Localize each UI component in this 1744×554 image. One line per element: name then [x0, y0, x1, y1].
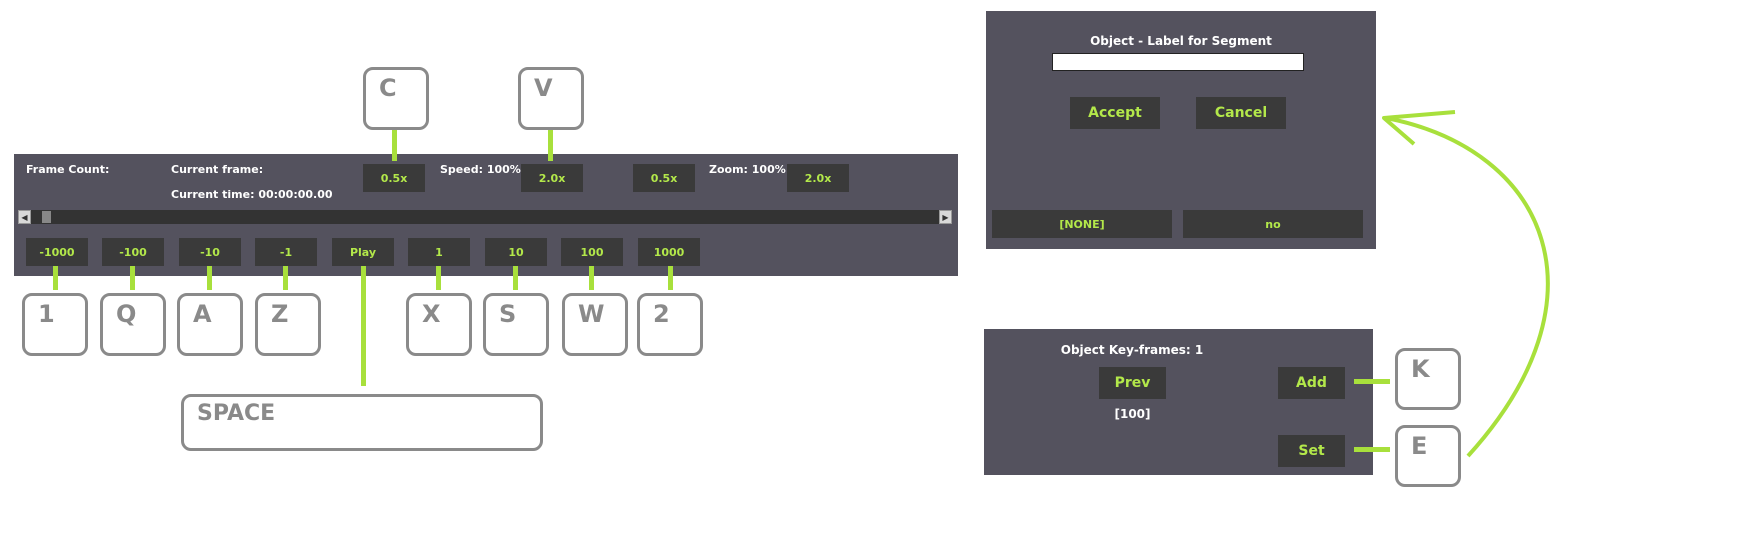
connector-z [283, 266, 288, 290]
step-plus-1-button[interactable]: 1 [408, 238, 470, 266]
arrow-curve [1385, 116, 1550, 458]
key-v: V [518, 67, 584, 130]
key-x: X [406, 293, 472, 356]
label-no-button[interactable]: no [1183, 210, 1363, 238]
connector-a [207, 266, 212, 290]
label-none-button[interactable]: [NONE] [992, 210, 1172, 238]
connector-v [548, 129, 553, 161]
key-1: 1 [22, 293, 88, 356]
prev-button[interactable]: Prev [1099, 367, 1166, 399]
key-space: SPACE [181, 394, 543, 451]
zoom-up-button[interactable]: 2.0x [787, 164, 849, 192]
key-k: K [1395, 348, 1461, 410]
keyframes-title: Object Key-frames: 1 [1060, 343, 1204, 357]
key-a: A [177, 293, 243, 356]
connector-c [392, 129, 397, 161]
key-e: E [1395, 425, 1461, 487]
zoom-label: Zoom: 100% [709, 163, 786, 176]
connector-s [513, 266, 518, 290]
speed-down-button[interactable]: 0.5x [363, 164, 425, 192]
zoom-down-button[interactable]: 0.5x [633, 164, 695, 192]
step-minus-1-button[interactable]: -1 [255, 238, 317, 266]
keyframes-panel: Object Key-frames: 1 Prev [100] Add Set [984, 329, 1373, 475]
accept-button[interactable]: Accept [1070, 97, 1160, 129]
step-minus-100-button[interactable]: -100 [102, 238, 164, 266]
player-panel: Frame Count: Current frame: Current time… [14, 154, 958, 276]
connector-space [361, 266, 366, 386]
scroll-thumb[interactable] [42, 211, 51, 223]
scroll-right-icon[interactable]: ▶ [939, 210, 952, 224]
keyframe-value: [100] [1114, 407, 1151, 421]
set-keyframe-button[interactable]: Set [1278, 435, 1345, 467]
scroll-left-icon[interactable]: ◀ [18, 210, 31, 224]
frame-count-label: Frame Count: [26, 163, 110, 176]
connector-e [1354, 447, 1390, 452]
label-dialog-title: Object - Label for Segment [1090, 34, 1272, 48]
connector-x [436, 266, 441, 290]
key-c: C [363, 67, 429, 130]
label-input[interactable] [1052, 53, 1304, 71]
add-keyframe-button[interactable]: Add [1278, 367, 1345, 399]
speed-up-button[interactable]: 2.0x [521, 164, 583, 192]
connector-1 [53, 266, 58, 290]
connector-2 [668, 266, 673, 290]
key-z: Z [255, 293, 321, 356]
key-q: Q [100, 293, 166, 356]
current-frame-label: Current frame: [171, 163, 264, 176]
connector-w [589, 266, 594, 290]
timeline-scrollbar[interactable]: ◀ ▶ [18, 210, 952, 224]
key-2: 2 [637, 293, 703, 356]
play-button[interactable]: Play [332, 238, 394, 266]
label-dialog: Object - Label for Segment Accept Cancel… [986, 11, 1376, 249]
key-s: S [483, 293, 549, 356]
step-plus-10-button[interactable]: 10 [485, 238, 547, 266]
step-plus-1000-button[interactable]: 1000 [638, 238, 700, 266]
connector-q [130, 266, 135, 290]
step-minus-1000-button[interactable]: -1000 [26, 238, 88, 266]
cancel-button[interactable]: Cancel [1196, 97, 1286, 129]
connector-k [1354, 379, 1390, 384]
current-time-label: Current time: 00:00:00.00 [171, 188, 333, 201]
step-minus-10-button[interactable]: -10 [179, 238, 241, 266]
arrow-head [1382, 110, 1456, 146]
speed-label: Speed: 100% [440, 163, 521, 176]
step-plus-100-button[interactable]: 100 [561, 238, 623, 266]
key-w: W [562, 293, 628, 356]
